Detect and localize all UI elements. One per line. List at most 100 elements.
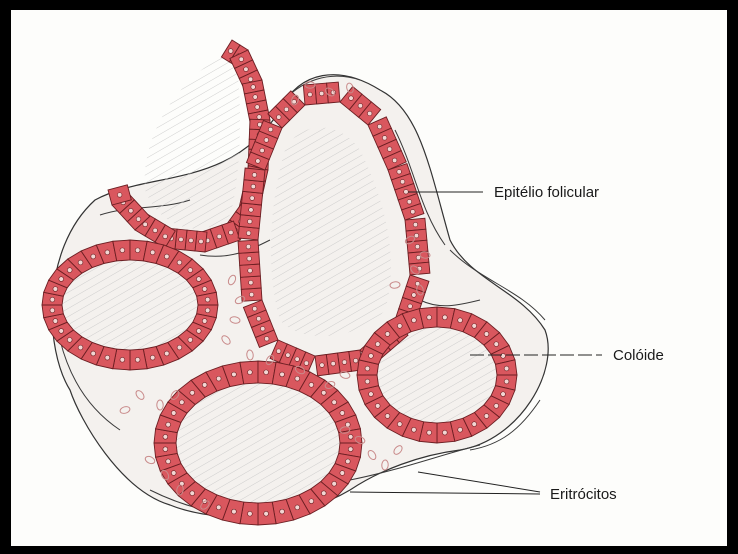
cell-nucleus bbox=[472, 323, 477, 328]
cell-nucleus bbox=[246, 244, 251, 249]
cell-nucleus bbox=[150, 355, 155, 360]
cell-nucleus bbox=[295, 376, 300, 381]
cell-nucleus bbox=[295, 357, 300, 362]
cell-nucleus bbox=[244, 67, 249, 72]
cell-nucleus bbox=[412, 293, 417, 298]
cell-nucleus bbox=[249, 208, 254, 213]
cell-nucleus bbox=[179, 237, 184, 242]
cell-nucleus bbox=[253, 95, 258, 100]
cell-nucleus bbox=[458, 318, 463, 323]
cell-nucleus bbox=[256, 316, 261, 321]
cell-nucleus bbox=[387, 147, 392, 152]
cell-nucleus bbox=[397, 169, 402, 174]
cell-nucleus bbox=[348, 434, 353, 439]
cell-nucleus bbox=[501, 353, 506, 358]
cell-nucleus bbox=[309, 499, 314, 504]
cell-nucleus bbox=[458, 427, 463, 432]
cell-nucleus bbox=[105, 250, 110, 255]
cell-nucleus bbox=[260, 148, 265, 153]
cell-nucleus bbox=[250, 196, 255, 201]
cell-nucleus bbox=[284, 107, 289, 112]
cell-nucleus bbox=[249, 292, 254, 297]
cell-nucleus bbox=[427, 315, 432, 320]
cell-nucleus bbox=[367, 111, 372, 116]
cell-nucleus bbox=[375, 342, 380, 347]
cell-nucleus bbox=[177, 260, 182, 265]
cell-nucleus bbox=[163, 447, 168, 452]
cell-nucleus bbox=[268, 127, 273, 132]
cell-nucleus bbox=[202, 382, 207, 387]
cell-nucleus bbox=[166, 422, 171, 427]
follicle-top-left-colloid bbox=[145, 50, 240, 229]
cell-nucleus bbox=[255, 105, 260, 110]
cell-nucleus bbox=[248, 77, 253, 82]
cell-nucleus bbox=[411, 427, 416, 432]
cell-nucleus bbox=[205, 308, 210, 313]
cell-nucleus bbox=[117, 193, 122, 198]
cell-nucleus bbox=[150, 250, 155, 255]
cell-nucleus bbox=[59, 277, 64, 282]
cell-nucleus bbox=[304, 361, 309, 366]
cell-nucleus bbox=[411, 318, 416, 323]
cell-nucleus bbox=[143, 222, 148, 227]
cell-nucleus bbox=[353, 358, 358, 363]
cell-nucleus bbox=[264, 138, 269, 143]
cell-nucleus bbox=[129, 208, 134, 213]
cell-nucleus bbox=[247, 511, 252, 516]
cell-nucleus bbox=[340, 411, 345, 416]
cell-nucleus bbox=[196, 277, 201, 282]
cell-nucleus bbox=[494, 342, 499, 347]
cell-nucleus bbox=[264, 336, 269, 341]
cell-nucleus bbox=[251, 184, 256, 189]
cell-nucleus bbox=[332, 400, 337, 405]
cell-nucleus bbox=[199, 239, 204, 244]
cell-nucleus bbox=[504, 379, 509, 384]
cell-nucleus bbox=[348, 447, 353, 452]
cell-nucleus bbox=[331, 361, 336, 366]
cell-nucleus bbox=[280, 509, 285, 514]
cell-nucleus bbox=[53, 319, 58, 324]
cell-nucleus bbox=[78, 345, 83, 350]
cell-nucleus bbox=[404, 189, 409, 194]
cell-nucleus bbox=[247, 370, 252, 375]
cell-nucleus bbox=[504, 366, 509, 371]
cell-nucleus bbox=[484, 414, 489, 419]
cell-nucleus bbox=[382, 136, 387, 141]
cell-nucleus bbox=[377, 124, 382, 129]
cell-nucleus bbox=[442, 430, 447, 435]
cell-nucleus bbox=[50, 308, 55, 313]
cell-nucleus bbox=[369, 392, 374, 397]
cell-nucleus bbox=[228, 49, 233, 54]
cell-nucleus bbox=[484, 332, 489, 337]
cell-nucleus bbox=[385, 332, 390, 337]
cell-nucleus bbox=[375, 403, 380, 408]
cell-nucleus bbox=[163, 234, 168, 239]
cell-nucleus bbox=[136, 217, 141, 222]
cell-nucleus bbox=[319, 91, 324, 96]
cell-nucleus bbox=[171, 471, 176, 476]
erythrocytes-leader-line-1 bbox=[350, 492, 540, 494]
cell-nucleus bbox=[332, 481, 337, 486]
cell-nucleus bbox=[414, 233, 419, 238]
label-epithelium: Epitélio folicular bbox=[494, 184, 599, 201]
cell-nucleus bbox=[91, 254, 96, 259]
cell-nucleus bbox=[202, 287, 207, 292]
cell-nucleus bbox=[189, 238, 194, 243]
cell-nucleus bbox=[252, 173, 257, 178]
cell-nucleus bbox=[292, 99, 297, 104]
cell-nucleus bbox=[260, 326, 265, 331]
cell-nucleus bbox=[349, 96, 354, 101]
cell-nucleus bbox=[248, 268, 253, 273]
cell-nucleus bbox=[369, 353, 374, 358]
cell-nucleus bbox=[190, 390, 195, 395]
cell-nucleus bbox=[494, 403, 499, 408]
cell-nucleus bbox=[413, 222, 418, 227]
cell-nucleus bbox=[188, 268, 193, 273]
cell-nucleus bbox=[321, 491, 326, 496]
cell-nucleus bbox=[53, 287, 58, 292]
cell-nucleus bbox=[472, 422, 477, 427]
cell-nucleus bbox=[257, 115, 262, 120]
cell-nucleus bbox=[295, 505, 300, 510]
cell-nucleus bbox=[179, 400, 184, 405]
